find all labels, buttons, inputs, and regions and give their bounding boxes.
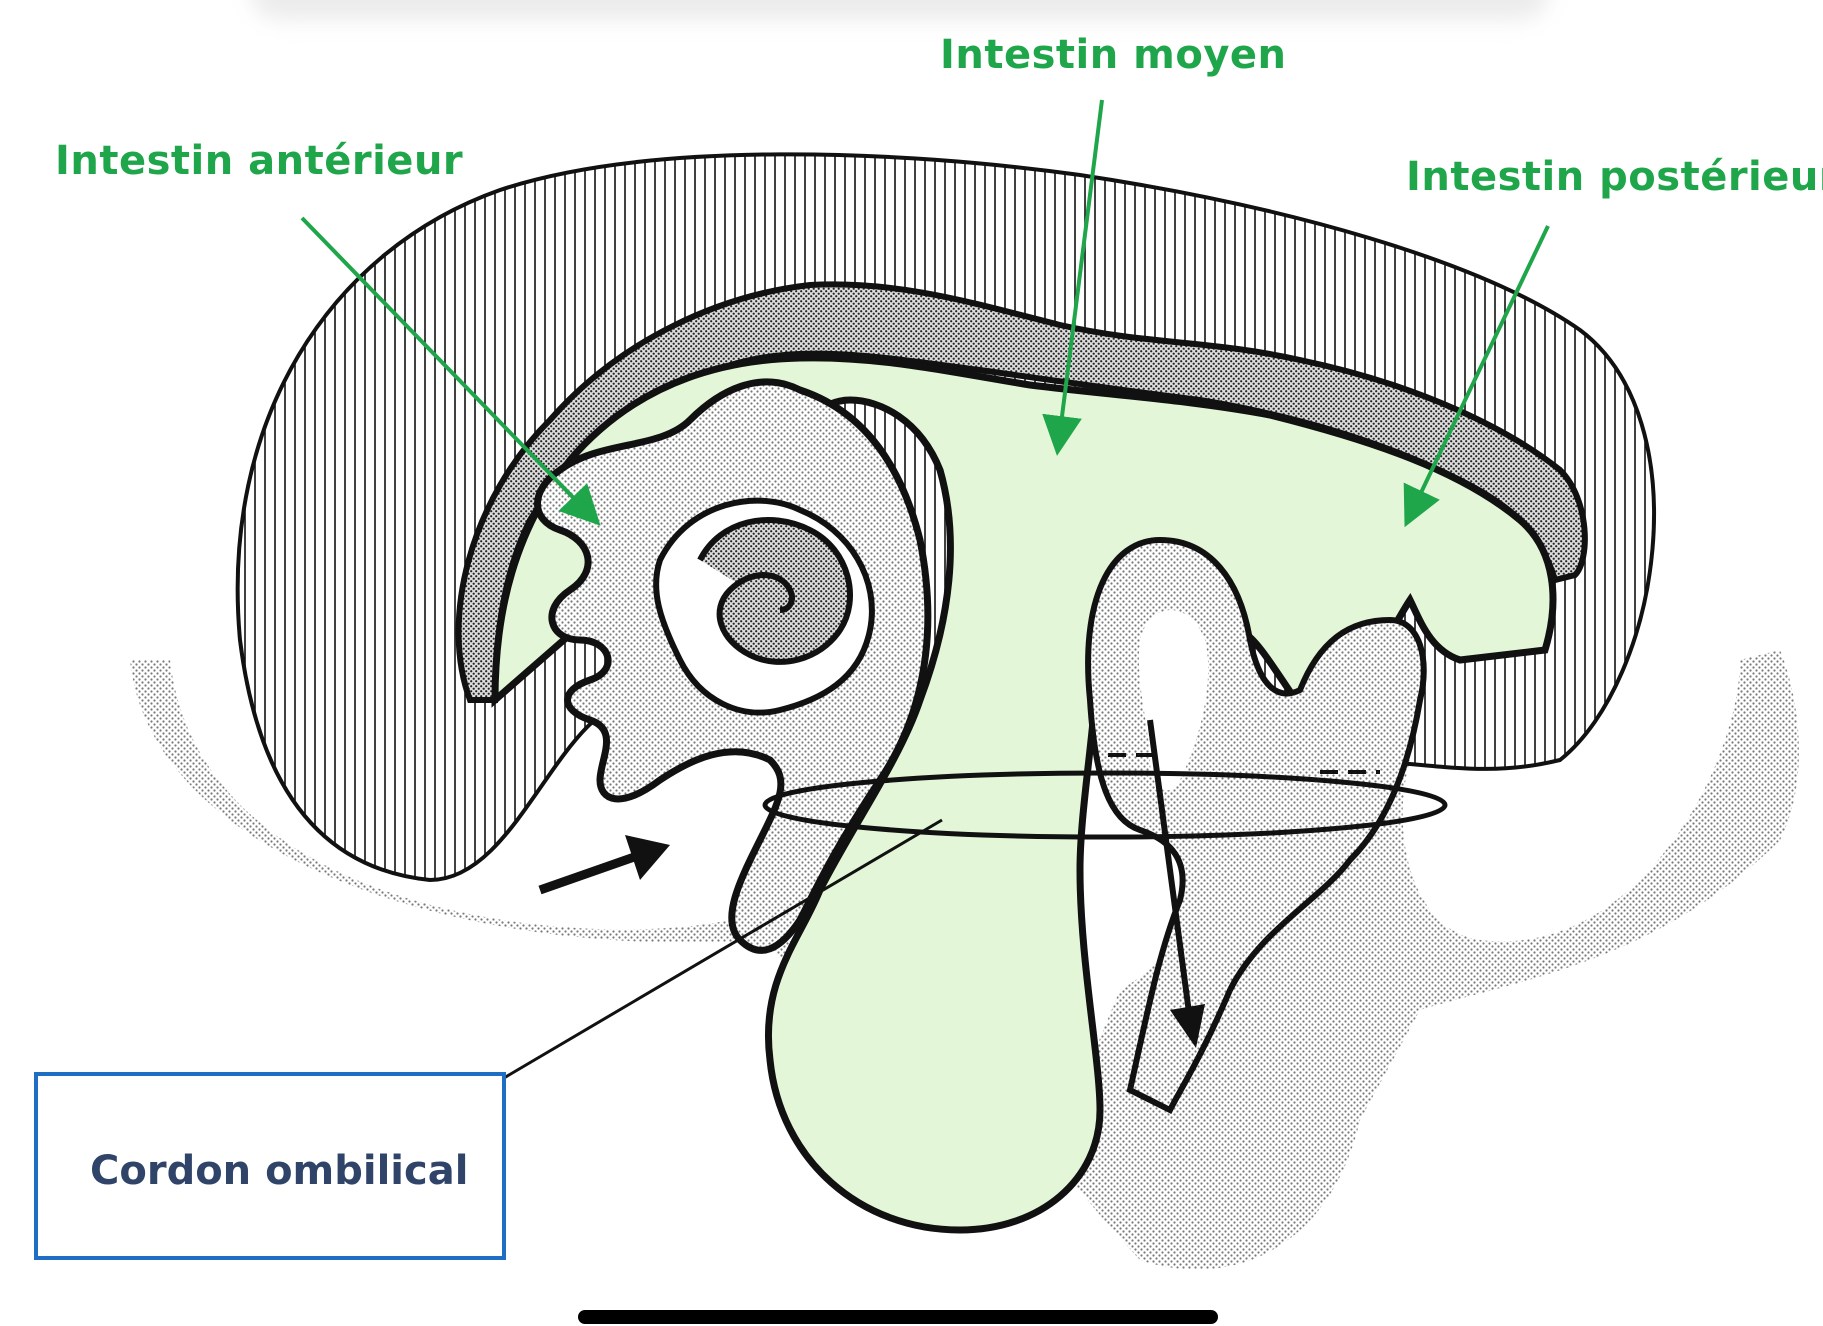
- label-anterior-gut: Intestin antérieur: [55, 138, 464, 184]
- label-umbilical-cord: Cordon ombilical: [90, 1148, 469, 1194]
- pointer-cord: [474, 818, 943, 1097]
- inner-coil: [697, 517, 853, 665]
- label-midgut: Intestin moyen: [940, 32, 1287, 78]
- pointer-middle: [1042, 99, 1104, 456]
- top-shadow: [250, 0, 1550, 20]
- flow-arrow-left-head: [625, 835, 670, 880]
- umbilical-ring: [762, 770, 1448, 840]
- flow-arrow-left: [538, 850, 642, 895]
- pointer-posterior: [1403, 225, 1550, 528]
- flow-arrow-down-head: [1170, 1004, 1205, 1048]
- flow-arrow-down: [1147, 719, 1193, 1021]
- home-indicator-bar[interactable]: [578, 1310, 1218, 1324]
- label-hindgut: Intestin postérieur: [1406, 154, 1823, 200]
- pointer-anterior: [300, 216, 601, 526]
- cord-label-box: Cordon ombilical: [34, 1072, 506, 1260]
